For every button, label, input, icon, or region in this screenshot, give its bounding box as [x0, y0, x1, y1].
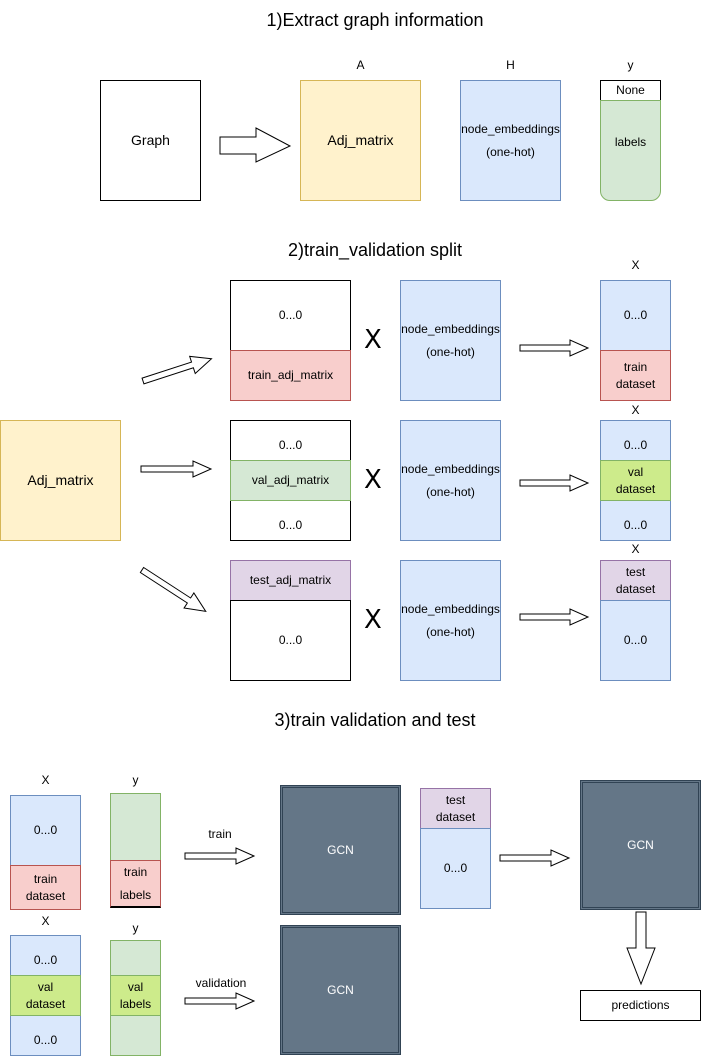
s3-train-labels-empty	[110, 793, 161, 861]
arrow-graph-to-adj	[219, 127, 292, 163]
labels-box: labels	[600, 100, 661, 201]
graph-box: Graph	[100, 80, 201, 201]
s3-test-zeros: 0...0	[420, 828, 491, 909]
node-embeddings-box: node_embeddings (one-hot)	[460, 80, 561, 201]
val-adj-matrix: val_adj_matrix	[230, 460, 351, 501]
s3-train-dataset: train dataset	[10, 865, 81, 910]
multiply-sign-test: X	[364, 605, 382, 635]
embeddings-train: node_embeddings (one-hot)	[400, 280, 501, 401]
embeddings-test-line1: node_embeddings	[401, 602, 500, 617]
test-dataset-line1: test	[625, 565, 646, 580]
s3-val-labels: val labels	[110, 975, 161, 1016]
adj-matrix-box: Adj_matrix	[300, 80, 421, 201]
embeddings-train-line2: (one-hot)	[426, 344, 475, 359]
s3-val-labels-line2: labels	[119, 996, 152, 1011]
embeddings-val: node_embeddings (one-hot)	[400, 420, 501, 541]
embeddings-train-line1: node_embeddings	[401, 322, 500, 337]
section1-title: 1)Extract graph information	[266, 10, 484, 30]
arrow-split-val	[140, 460, 213, 478]
s3-train-labels-line1: train	[123, 865, 148, 880]
train-adj-matrix: train_adj_matrix	[230, 350, 351, 401]
arrow-to-val-dataset	[519, 474, 590, 492]
gcn-train: GCN	[280, 785, 401, 915]
s3-train-labels-line2: labels	[119, 887, 152, 902]
test-dataset-zeros: 0...0	[600, 600, 671, 681]
section2-title: 2)train_validation split	[287, 240, 463, 260]
arrow-validation	[184, 992, 256, 1010]
arrow-train	[184, 847, 256, 865]
arrow-split-train	[141, 355, 213, 385]
s3-train-dataset-line1: train	[33, 872, 58, 887]
val-dataset-line1: val	[627, 465, 644, 480]
val-adj-zeros-top: 0...0	[278, 438, 303, 452]
x-header-val: X	[631, 403, 640, 417]
embeddings-test: node_embeddings (one-hot)	[400, 560, 501, 681]
val-dataset-box: val dataset	[600, 460, 671, 501]
test-dataset-box: test dataset	[600, 560, 671, 601]
s3-train-zeros: 0...0	[10, 795, 81, 866]
arrow-split-test	[139, 566, 207, 613]
embeddings-test-line2: (one-hot)	[426, 624, 475, 639]
embeddings-line1: node_embeddings	[461, 122, 560, 137]
arrow-to-train-dataset	[519, 339, 590, 357]
s3-x-header-train: X	[41, 773, 50, 787]
multiply-sign-val: X	[364, 465, 382, 495]
predictions-box: predictions	[580, 990, 701, 1021]
s3-val-dataset: val dataset	[10, 975, 81, 1016]
multiply-sign-train: X	[364, 325, 382, 355]
validation-arrow-label: validation	[195, 976, 247, 990]
val-dataset-zeros-bottom: 0...0	[623, 518, 648, 532]
s3-test-dataset-line2: dataset	[435, 809, 476, 824]
train-arrow-label: train	[208, 827, 232, 841]
gcn-test: GCN	[580, 780, 701, 910]
labels-none-box: None	[600, 80, 661, 101]
test-adj-zeros: 0...0	[230, 600, 351, 681]
train-dataset-line2: dataset	[615, 376, 656, 391]
val-dataset-zeros-top: 0...0	[623, 438, 648, 452]
train-dataset-line1: train	[623, 360, 648, 375]
x-header-train: X	[631, 258, 640, 272]
split-adj-matrix-box: Adj_matrix	[0, 420, 121, 541]
labels-header: y	[627, 58, 634, 72]
s3-val-dataset-line2: dataset	[25, 996, 66, 1011]
train-adj-zeros: 0...0	[230, 280, 351, 351]
s3-test-dataset: test dataset	[420, 788, 491, 829]
test-adj-matrix: test_adj_matrix	[230, 560, 351, 601]
s3-y-header-val: y	[132, 921, 139, 935]
arrow-gcn-to-predictions	[626, 911, 656, 986]
arrow-test-to-gcn	[499, 849, 571, 867]
section3-title: 3)train validation and test	[274, 710, 476, 730]
s3-val-zeros-top: 0...0	[33, 953, 58, 967]
s3-train-dataset-line2: dataset	[25, 888, 66, 903]
s3-train-labels: train labels	[110, 860, 161, 908]
embeddings-line2: (one-hot)	[486, 144, 535, 159]
embeddings-val-line1: node_embeddings	[401, 462, 500, 477]
val-dataset-line2: dataset	[615, 481, 656, 496]
val-adj-zeros-bottom: 0...0	[278, 518, 303, 532]
adj-header: A	[356, 58, 365, 72]
s3-val-zeros-bottom: 0...0	[33, 1033, 58, 1047]
s3-x-header-val: X	[41, 914, 50, 928]
test-dataset-line2: dataset	[615, 581, 656, 596]
s3-y-header-train: y	[132, 773, 139, 787]
gcn-validation: GCN	[280, 925, 401, 1055]
train-dataset-zeros: 0...0	[600, 280, 671, 351]
embeddings-val-line2: (one-hot)	[426, 484, 475, 499]
s3-val-dataset-line1: val	[37, 980, 54, 995]
x-header-test: X	[631, 542, 640, 556]
embeddings-header: H	[506, 58, 515, 72]
s3-test-dataset-line1: test	[445, 793, 466, 808]
s3-val-labels-line1: val	[127, 980, 144, 995]
train-dataset-box: train dataset	[600, 350, 671, 401]
arrow-to-test-dataset	[519, 608, 590, 626]
